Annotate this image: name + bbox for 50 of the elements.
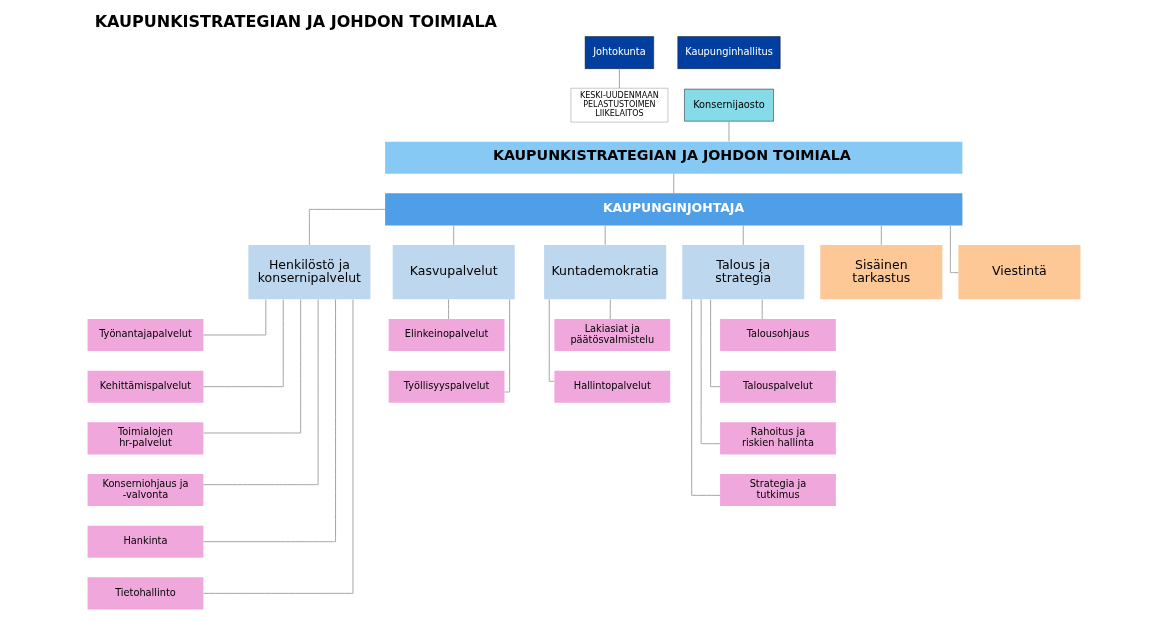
node-box: Konserniohjaus ja -valvonta xyxy=(87,473,204,507)
connector xyxy=(673,173,675,194)
connector xyxy=(448,299,450,320)
node-box: Elinkeinopalvelut xyxy=(388,318,505,352)
node-box: Toimialojen hr-palvelut xyxy=(87,422,204,455)
connector xyxy=(710,299,721,388)
node-box: Kehittämispalvelut xyxy=(87,370,204,403)
connector xyxy=(203,299,354,594)
node-box: Työllisyyspalvelut xyxy=(388,370,505,403)
connector xyxy=(761,299,763,320)
connector xyxy=(609,299,611,320)
node-box: Sisäinen tarkastus xyxy=(820,245,943,300)
connector xyxy=(203,299,319,486)
node-box: KESKI-UUDENMAAN PELASTUSTOIMEN LIIKELAITOS xyxy=(570,88,669,123)
connector xyxy=(308,208,386,246)
node-box: Kaupunginhallitus xyxy=(677,36,781,69)
node-box: Lakiasiat ja päätösvalmistelu xyxy=(554,318,671,352)
connector xyxy=(203,299,267,336)
connector xyxy=(880,225,882,246)
connector xyxy=(742,225,744,246)
connector xyxy=(700,298,721,445)
connector xyxy=(548,299,555,382)
node-box: Talousohjaus xyxy=(720,318,836,352)
node-box: Talouspalvelut xyxy=(720,370,836,403)
node-box: Johtokunta xyxy=(584,36,654,69)
node-box: KAUPUNKISTRATEGIAN JA JOHDON TOIMIALA xyxy=(385,141,963,174)
connector xyxy=(604,225,606,246)
node-box: KAUPUNGINJOHTAJA xyxy=(385,193,963,226)
node-box: Kuntademokratia xyxy=(544,245,667,300)
node-box: Tietohallinto xyxy=(87,577,204,610)
node-box: Talous ja strategia xyxy=(682,245,805,300)
node-box: Strategia ja tutkimus xyxy=(720,473,836,507)
connector xyxy=(453,225,455,246)
connector xyxy=(618,68,620,89)
connector xyxy=(203,299,284,388)
node-box: Hankinta xyxy=(87,525,204,558)
node-box: Hallintopalvelut xyxy=(554,370,671,403)
node-box: Henkilöstö ja konsernipalvelut xyxy=(248,245,371,300)
node-box: Työnantajapalvelut xyxy=(87,318,204,352)
connector xyxy=(203,299,302,434)
connector xyxy=(949,225,959,274)
diagram-title: KAUPUNKISTRATEGIAN JA JOHDON TOIMIALA xyxy=(94,12,497,32)
node-box: Rahoitus ja riskien hallinta xyxy=(720,422,836,455)
connector xyxy=(203,299,336,543)
connector xyxy=(691,299,721,496)
node-box: Kasvupalvelut xyxy=(392,245,515,300)
connector xyxy=(728,120,730,142)
node-box: Konsernijaosto xyxy=(684,88,774,122)
connector xyxy=(504,298,511,393)
node-box: Viestintä xyxy=(958,245,1081,300)
